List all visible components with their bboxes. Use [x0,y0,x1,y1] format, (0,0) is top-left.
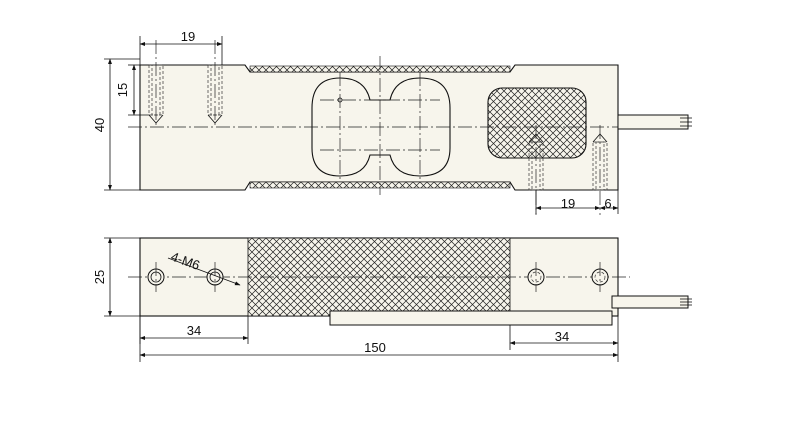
potting-area [487,87,587,159]
dim-length: 150 [139,316,619,362]
dim-hole-depth-label: 15 [115,83,130,97]
dim-width-label: 25 [92,270,107,284]
dim-left-offset-label: 34 [187,323,201,338]
top-left-threaded-holes [148,40,223,128]
dim-left-offset: 34 [139,316,249,344]
dim-right-offset-label: 34 [555,329,569,344]
top-view: 4-M6 25 34 34 [92,237,692,362]
front-view: 19 15 40 19 6 [92,29,692,215]
top-view-holes [147,262,609,292]
dim-width: 25 [92,237,140,317]
dim-height-label: 40 [92,118,107,132]
dim-length-label: 150 [364,340,386,355]
dim-right-holes: 19 6 [535,190,619,214]
top-view-cable [329,295,692,326]
dim-top-hole-spacing: 19 [139,29,223,65]
dim-right-edge-offset-label: 6 [604,196,611,211]
dim-hole-depth: 15 [115,64,149,116]
dim-right-hole-spacing-label: 19 [561,196,575,211]
dim-height: 40 [92,58,140,191]
dim-top-hole-spacing-label: 19 [181,29,195,44]
front-cable [617,114,692,130]
